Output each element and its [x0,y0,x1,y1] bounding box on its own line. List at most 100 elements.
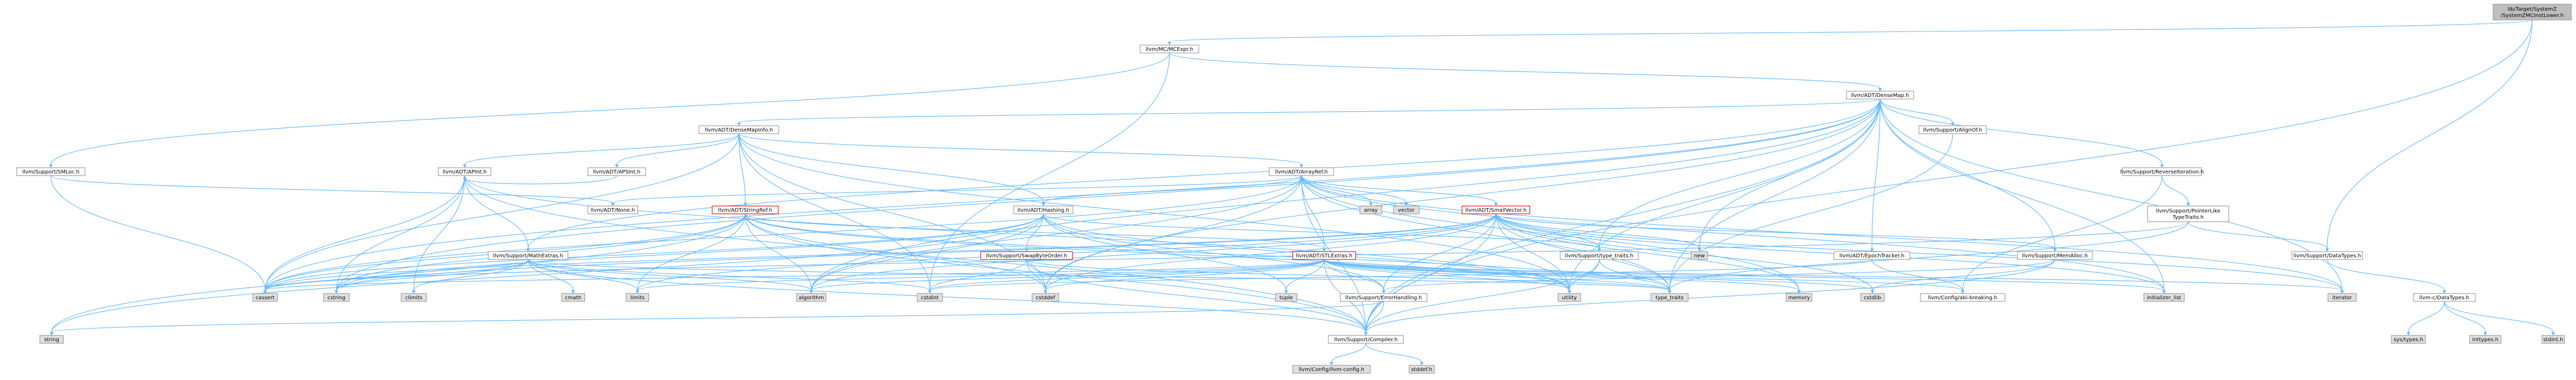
node-cassert[interactable]: cassert [252,293,278,302]
node-vector[interactable]: vector [1393,205,1420,214]
node-mcexpr[interactable]: llvm/MC/MCExpr.h [1140,45,1199,53]
dependency-edge [745,213,812,291]
node-alignof[interactable]: llvm/Support/AlignOf.h [1918,125,1987,134]
node-array[interactable]: array [1359,205,1382,214]
node-none[interactable]: llvm/ADT/None.h [587,205,638,214]
edge-arrowhead [2340,290,2344,294]
node-box [1013,205,1074,214]
dependency-edge [51,301,1384,333]
node-box [1462,205,1530,214]
node-label: llvm/ADT/APInt.h [443,169,487,175]
node-box [1833,251,1910,260]
node-label: llvm/Config/llvm-config.h [1299,367,1365,373]
edge-arrowhead [335,290,338,294]
node-label: utility [1562,295,1577,301]
dependency-edge [264,99,1881,291]
node-systypes[interactable]: sys/types.h [2391,335,2426,344]
dependency-edge [1331,343,1367,363]
node-label: llvm/Support/MemAlloc.h [2022,253,2088,259]
dependency-edge [745,213,1670,291]
node-utility[interactable]: utility [1558,293,1581,302]
node-tuple[interactable]: tuple [1275,293,1297,302]
node-mathextras[interactable]: llvm/Support/MathExtras.h [488,251,568,260]
node-box [2493,4,2572,20]
node-climits[interactable]: climits [401,293,427,302]
node-box [1918,125,1987,134]
dependency-edge [1169,19,2533,42]
node-label: llvm/Support/SwapByteOrder.h [986,253,1067,259]
dependency-edge [738,133,1570,291]
edge-arrowhead [412,290,416,294]
node-string[interactable]: string [39,335,64,344]
node-densemap[interactable]: llvm/ADT/DenseMap.h [1846,91,1914,100]
edge-arrowhead [2483,332,2487,335]
edge-arrowhead [2162,290,2166,294]
dependency-edge [464,133,739,165]
node-configabi[interactable]: llvm/Config/abi-breaking.h [1920,293,2005,302]
node-limits[interactable]: limits [626,293,649,302]
node-stddef[interactable]: stddef.h [1409,365,1435,374]
node-densemapinfo[interactable]: llvm/ADT/DenseMapInfo.h [699,125,779,134]
dependency-edge [1301,175,1325,249]
node-label: llvm/ADT/None.h [591,208,635,213]
node-algorithm[interactable]: algorithm [796,293,827,302]
dependency-edge [1301,175,1497,203]
node-hashing[interactable]: llvm/ADT/Hashing.h [1013,205,1074,214]
node-cstring[interactable]: cstring [323,293,350,302]
node-stringref[interactable]: llvm/ADT/StringRef.h [712,205,779,214]
node-cstdint[interactable]: cstdint [917,293,943,302]
node-arrayref[interactable]: llvm/ADT/ArrayRef.h [1269,167,1334,176]
node-cstdlib[interactable]: cstdlib [1860,293,1885,302]
node-compiler[interactable]: llvm/Support/Compiler.h [1328,335,1404,344]
dependency-edge [1043,213,1600,249]
dependency-edge [2408,301,2445,333]
node-apsint[interactable]: llvm/ADT/APSInt.h [587,167,646,176]
node-memory[interactable]: memory [1786,293,1812,302]
node-box [1275,293,1297,302]
node-typetraits[interactable]: llvm/Support/type_traits.h [1560,251,1639,260]
node-apint[interactable]: llvm/ADT/APInt.h [438,167,491,176]
dependency-edge [738,133,930,291]
node-smloc[interactable]: llvm/Support/SMLoc.h [16,167,85,176]
node-new[interactable]: new [1691,251,1708,260]
node-llvmctypes[interactable]: llvm-c/DataTypes.h [2413,293,2476,302]
dependency-edge [51,213,1044,333]
dependency-edge [1285,259,1325,291]
node-datatypes[interactable]: llvm/Support/DataTypes.h [2291,251,2363,260]
node-stlextras[interactable]: llvm/ADT/STLExtras.h [1292,251,1356,260]
node-stdint[interactable]: stdint.h [2541,335,2565,344]
node-box [1558,293,1581,302]
dependency-edge [1495,213,2056,249]
node-box [488,251,568,260]
node-label: stddef.h [1411,367,1432,373]
dependency-edge [1301,175,1407,203]
dependency-edge [2444,301,2554,333]
node-cstddef[interactable]: cstddef [1032,293,1059,302]
node-memalloc[interactable]: llvm/Support/MemAlloc.h [2017,251,2093,260]
dependency-edge [1045,99,1881,291]
node-label: initializer_list [2147,295,2182,301]
node-reverseiter[interactable]: llvm/Support/ReverseIteration.h [2120,167,2204,176]
node-llvmconfig[interactable]: llvm/Config/llvm-config.h [1292,365,1371,374]
node-box [2413,293,2476,302]
node-inttypes[interactable]: inttypes.h [2469,335,2502,344]
node-root[interactable]: lib/Target/SystemZ/SystemZMCInstLower.h [2493,4,2572,20]
node-epochtracker[interactable]: llvm/ADT/EpochTracker.h [1833,251,1910,260]
edge-arrowhead [1870,248,1874,252]
dependency-edge [1495,213,1700,249]
dependency-edge [264,133,739,291]
dependency-edge [745,213,1046,291]
dependency-edge [1301,175,2165,291]
node-cmath[interactable]: cmath [561,293,585,302]
node-smallvector[interactable]: llvm/ADT/SmallVector.h [1462,205,1530,214]
node-initlist[interactable]: initializer_list [2143,293,2185,302]
edge-arrowhead [2325,248,2329,252]
node-swapbyteorder[interactable]: llvm/Support/SwapByteOrder.h [980,251,1073,260]
dependency-edge [1026,259,1046,291]
node-box [1269,167,1334,176]
node-iterator[interactable]: iterator [2327,293,2357,302]
edge-arrowhead [263,290,267,294]
node-typetraits_std[interactable]: type_traits [1650,293,1689,302]
node-errorhandling[interactable]: llvm/Support/ErrorHandling.h [1340,293,1427,302]
